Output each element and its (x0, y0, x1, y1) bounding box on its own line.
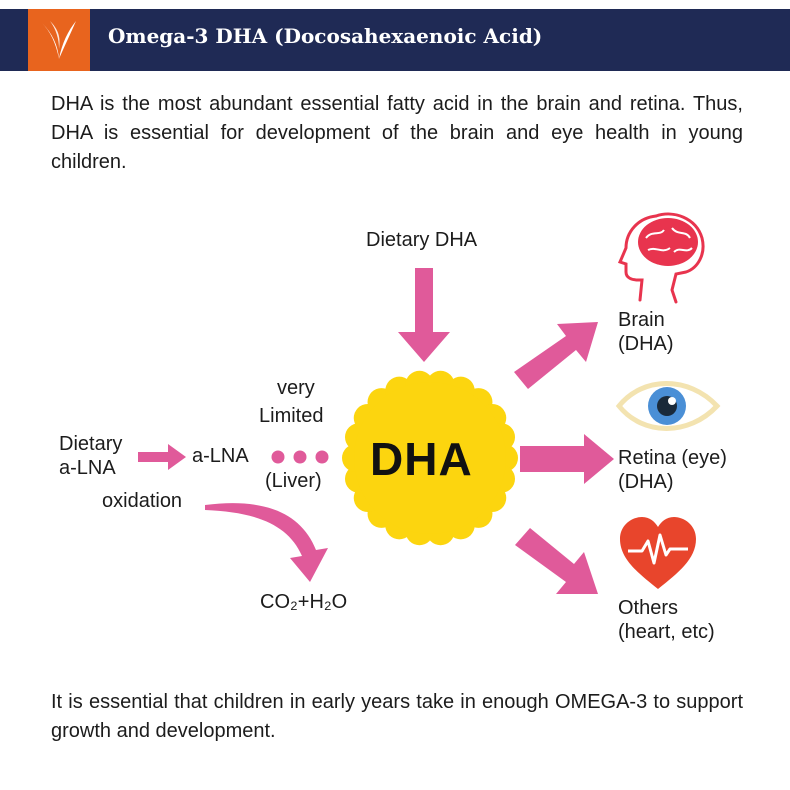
retina-sub-label: (DHA) (618, 471, 674, 493)
alna-input-label: a-LNA (59, 457, 116, 479)
alna-label: a-LNA (192, 445, 249, 467)
eye-icon (615, 381, 721, 431)
retina-arrow (520, 434, 614, 484)
others-arrow (515, 528, 598, 594)
liver-dot-2 (293, 450, 307, 464)
oxidation-label: oxidation (102, 490, 183, 512)
brain-arrow (514, 322, 598, 389)
dha-badge (342, 370, 518, 546)
liver-dot-1 (271, 450, 285, 464)
page-title: Omega-3 DHA (Docosahexaenoic Acid) (108, 24, 543, 48)
v-leaf-icon (42, 21, 76, 59)
header-bar: Omega-3 DHA (Docosahexaenoic Acid) (0, 9, 790, 71)
dietary-to-alna-arrow (138, 444, 186, 470)
badge-core (354, 382, 506, 534)
brain-label: Brain (618, 309, 665, 331)
products-label: CO₂+H₂O (260, 591, 348, 613)
dietary-dha-label: Dietary DHA (366, 229, 478, 251)
very-label: very (277, 377, 315, 399)
limited-label: Limited (259, 405, 324, 427)
oxidation-arrow (205, 503, 328, 582)
brain-icon (617, 212, 705, 304)
others-sub-label: (heart, etc) (618, 621, 715, 643)
others-label: Others (618, 597, 679, 619)
dietary-label: Dietary (59, 433, 123, 455)
liver-dot-3 (315, 450, 329, 464)
brain-sub-label: (DHA) (618, 333, 674, 355)
outro-paragraph: It is essential that children in early y… (51, 691, 743, 742)
brand-logo (28, 9, 90, 71)
dietary-dha-arrow (398, 268, 450, 362)
intro-paragraph: DHA is the most abundant essential fatty… (51, 93, 743, 173)
heart-icon (620, 517, 696, 589)
liver-label: (Liver) (265, 470, 322, 492)
retina-label: Retina (eye) (618, 447, 727, 469)
dha-center-label: DHA (370, 433, 473, 485)
